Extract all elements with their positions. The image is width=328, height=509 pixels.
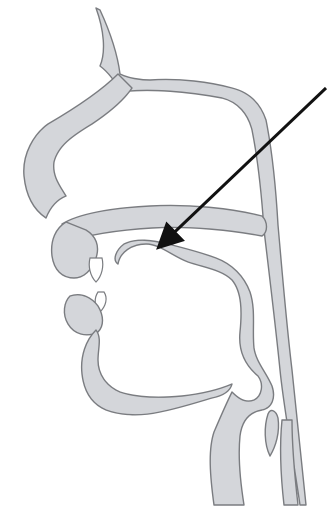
hard-palate — [62, 205, 267, 238]
nose — [24, 74, 132, 218]
upper-teeth — [89, 258, 103, 282]
epiglottis — [265, 411, 278, 456]
tongue — [115, 240, 273, 505]
chin — [82, 330, 232, 415]
